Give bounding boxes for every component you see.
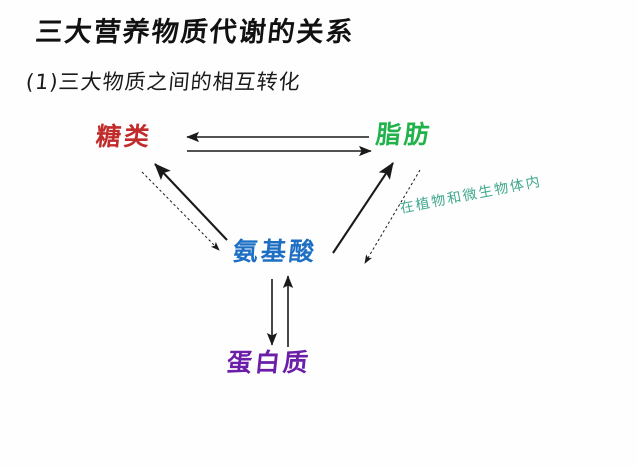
arrow-sugar-to-amino: [141, 171, 220, 251]
page-title: 三大营养物质代谢的关系: [34, 17, 357, 48]
diagram-node-protein: 蛋白质: [225, 348, 313, 377]
diagram-node-sugar: 糖类: [94, 122, 154, 151]
arrow-amino-to-sugar: [154, 163, 228, 241]
diagram-annotation: 在植物和微生物体内: [398, 173, 544, 217]
diagram-node-amino-acid: 氨基酸: [231, 237, 319, 266]
diagram-node-fat: 脂肪: [374, 120, 434, 149]
arrow-fat-to-amino: [364, 169, 421, 264]
arrow-amino-to-fat: [332, 162, 394, 254]
page-subtitle: (1)三大物质之间的相互转化: [24, 70, 302, 94]
